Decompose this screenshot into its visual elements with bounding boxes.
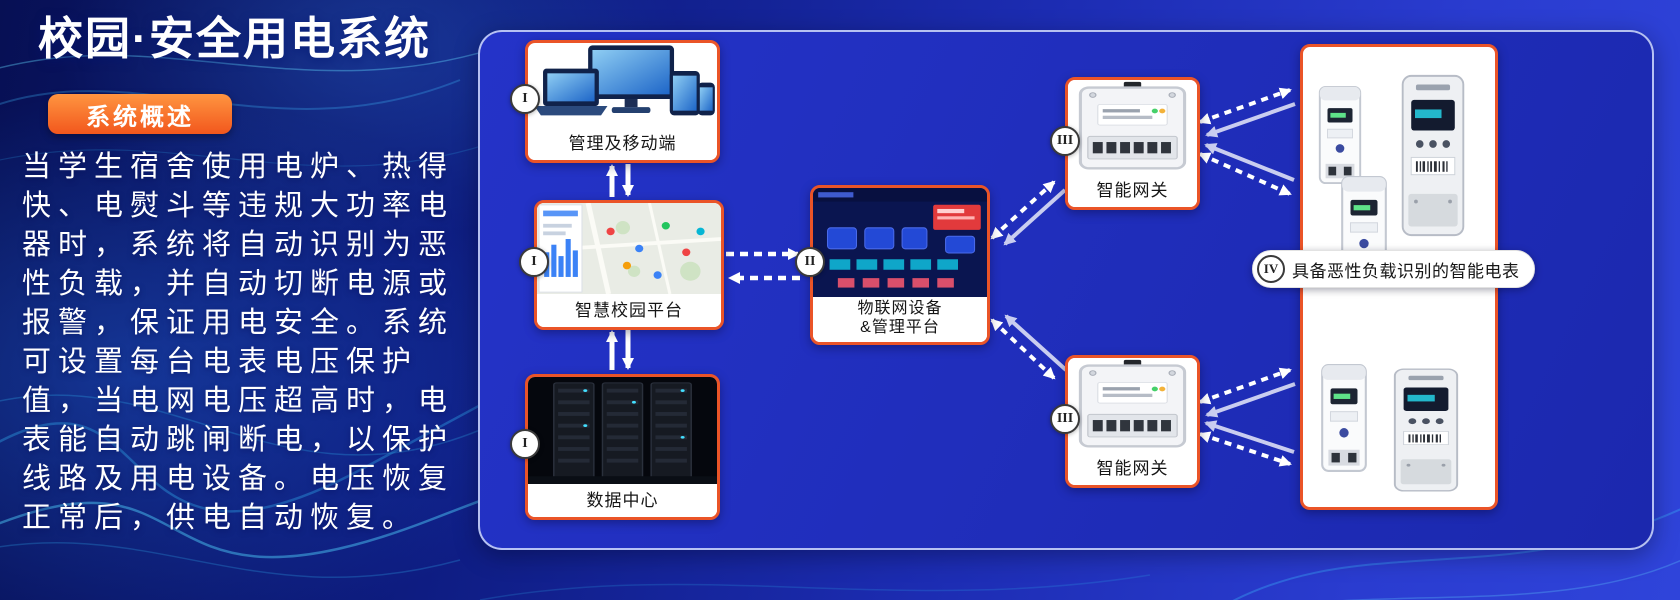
node-label: 管理及移动端 [528,127,717,160]
numeral-management: I [510,84,540,114]
meter-illustration [1397,73,1469,238]
node-label: 智能网关 [1068,452,1197,485]
numeral-gateway-bottom: III [1050,404,1080,434]
node-label: 数据中心 [528,484,717,517]
numeral-data-center: I [510,429,540,459]
description-line: 性负载，并自动切断电源或 [22,268,455,300]
description-line: 正常后，供电自动恢复。 [22,502,419,534]
description-line: 报警，保证用电安全。系统 [22,307,455,339]
description-line: 器时，系统将自动识别为恶 [22,229,455,261]
gateway-device-illustration [1068,358,1197,452]
node-smart-gateway-bottom: 智能网关 [1065,355,1200,488]
node-management-terminal: 管理及移动端 [525,40,720,163]
diagram-panel: 管理及移动端 [478,30,1654,550]
devices-illustration [528,43,717,127]
description-line: 线路及用电设备。电压恢复 [22,463,455,495]
numeral-iot-platform: II [795,247,825,277]
numeral-gateway-top: III [1050,126,1080,156]
description-line: 快、电熨斗等违规大功率电 [22,190,455,222]
node-iot-platform: 物联网设备 &管理平台 [810,185,990,345]
node-label: 物联网设备 &管理平台 [813,297,987,342]
meter-illustration [1317,363,1371,473]
node-campus-platform: 智慧校园平台 [534,200,724,330]
description-line: 当学生宿舍使用电炉、热得 [22,151,455,183]
iot-screenshot-illustration [813,188,987,297]
numeral-campus-platform: I [519,247,549,277]
meters-caption-label: 具备恶性负载识别的智能电表 [1292,261,1520,281]
page-title: 校园·安全用电系统 [38,13,431,64]
numeral-smart-meters: IV [1257,255,1285,283]
node-label: 智慧校园平台 [537,294,721,327]
node-smart-gateway-top: 智能网关 [1065,77,1200,210]
node-label: 智能网关 [1068,174,1197,207]
meter-illustration [1389,367,1463,493]
node-label-line2: &管理平台 [860,319,940,336]
meter-illustration [1315,85,1365,185]
node-label-line1: 物联网设备 [857,300,943,317]
overview-badge: 系统概述 [48,94,232,134]
description-text: 当学生宿舍使用电炉、热得 快、电熨斗等违规大功率电 器时，系统将自动识别为恶 性… [22,148,478,538]
description-line: 可设置每台电表电压保护 [22,346,419,378]
dashboard-illustration [537,203,721,294]
meters-caption: IV 具备恶性负载识别的智能电表 [1252,250,1535,288]
description-line: 表能自动跳闸断电，以保护 [22,424,455,456]
server-rack-illustration [528,377,717,484]
description-line: 值，当电网电压超高时，电 [22,385,455,417]
node-data-center: 数据中心 [525,374,720,520]
gateway-device-illustration [1068,80,1197,174]
